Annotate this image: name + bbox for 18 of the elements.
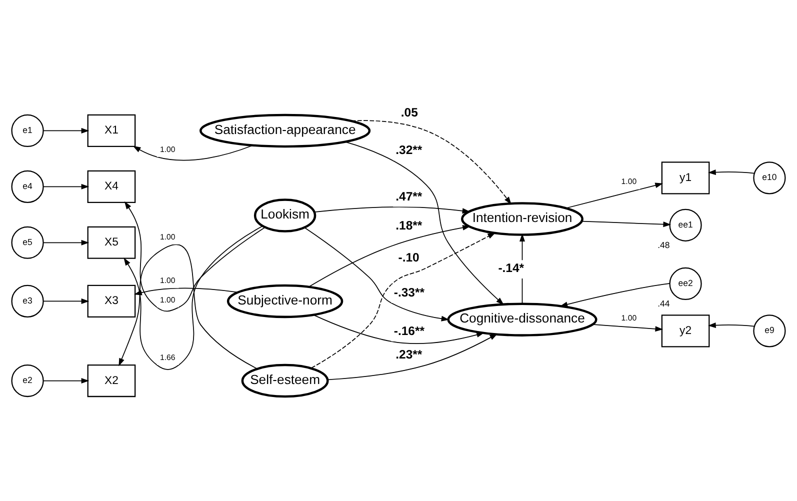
edge-label: 1.00 [160, 276, 176, 286]
edge-label: 1.00 [160, 232, 176, 242]
edge-label: -.16** [394, 324, 425, 338]
edge-label: .47** [396, 189, 422, 204]
edge-label: .23** [396, 348, 422, 362]
edge-label: 1.00 [160, 144, 176, 154]
edge-label: .32** [396, 143, 422, 158]
edge-label: 1.00 [621, 177, 637, 186]
edge-label: -.33** [394, 286, 425, 300]
edge-label: .18** [396, 218, 422, 232]
edge-label: 1.66 [160, 352, 176, 362]
node-label: .44 [658, 298, 670, 308]
edge-label: 1.00 [621, 314, 637, 323]
edge-label: -.10 [398, 250, 420, 265]
edge-label: -.14* [498, 261, 524, 276]
edge-label: 1.00 [160, 295, 176, 304]
edge-label: .05 [400, 105, 418, 120]
node-label: .48 [658, 240, 670, 250]
